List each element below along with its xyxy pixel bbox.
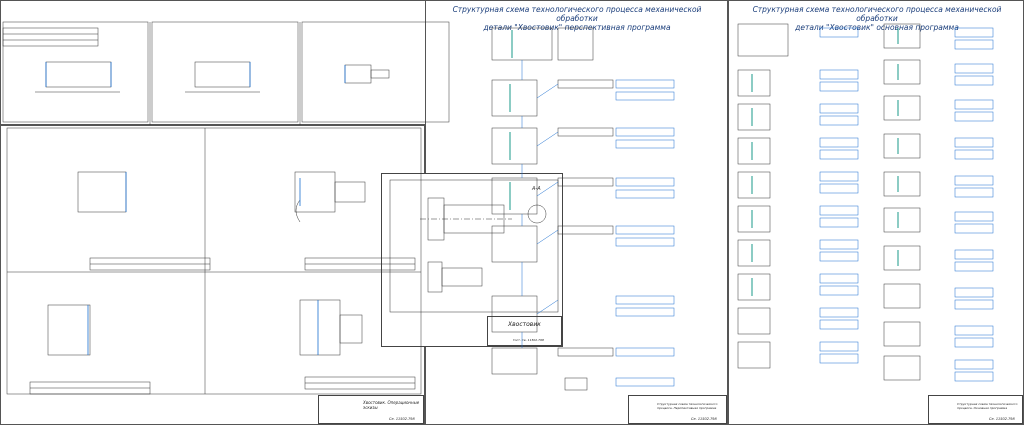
right-sheet-title: Структурная схема технологического проце…: [734, 5, 1020, 32]
middle-title-line1: Структурная схема технологического проце…: [452, 5, 702, 23]
middle-sheet-title: Структурная схема технологического проце…: [432, 5, 722, 32]
ops-stamp-code: Се. 11502.798: [389, 417, 415, 421]
ops-stamp-name: Хвостовик. Операционные эскизы: [363, 400, 420, 410]
section-label: А-А: [532, 186, 541, 192]
right-title-line2: детали "Хвостовик" основная программа: [795, 23, 959, 32]
right-title-line1: Структурная схема технологического проце…: [752, 5, 1002, 23]
ops-title-block: Хвостовик. Операционные эскизы Се. 11502…: [318, 395, 424, 424]
part-stamp-name: Хвостовик: [508, 321, 541, 328]
part-stamp-code: Гост. Се. 11502.798: [513, 338, 544, 342]
sheet-operations: [0, 125, 425, 425]
sheet-top-left: [0, 0, 452, 125]
middle-stamp-code: Се. 11502.798: [691, 417, 717, 421]
part-title-block: Хвостовик Гост. Се. 11502.798: [487, 316, 562, 346]
sheet-right: [728, 0, 1024, 425]
middle-title-block: Структурная схема технологического проце…: [628, 395, 727, 424]
middle-title-line2: детали "Хвостовик" перспективная програм…: [483, 23, 671, 32]
right-stamp-code: Се. 11502.798: [989, 417, 1015, 421]
right-stamp-name: Структурная схема технологического проце…: [957, 402, 1018, 410]
middle-stamp-name: Структурная схема технологического проце…: [657, 402, 718, 410]
right-title-block: Структурная схема технологического проце…: [928, 395, 1023, 424]
